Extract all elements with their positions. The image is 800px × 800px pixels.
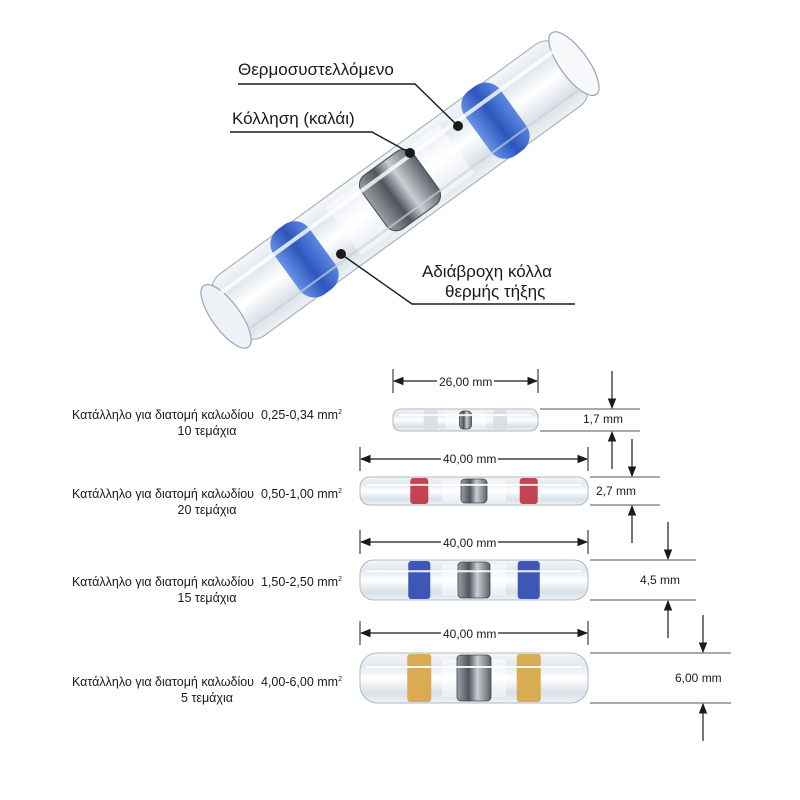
- connector-2: [359, 476, 589, 506]
- row-3-diameter: 4,5 mm: [640, 573, 681, 587]
- sealant-ring-right: [517, 561, 540, 599]
- row-2-diameter: 2,7 mm: [596, 484, 637, 498]
- sealant-ring-left: [270, 221, 339, 298]
- row-3-description: Κατάλληλο για διατομή καλωδίου 1,50-2,50…: [71, 575, 342, 606]
- row-1-length: 26,00 mm: [437, 375, 495, 389]
- sealant-ring-left: [408, 561, 431, 599]
- sealant-ring-right: [516, 654, 541, 702]
- leader-heat-shrink: [238, 83, 459, 127]
- solder-sleeve: [457, 561, 491, 599]
- sealant-ring-left: [407, 654, 432, 702]
- row-1-diameter: 1,7 mm: [583, 412, 624, 426]
- leader-solder: [230, 131, 411, 154]
- diameter-dimension-3: [590, 522, 696, 638]
- row-4-description: Κατάλληλο για διατομή καλωδίου 4,00-6,00…: [71, 675, 342, 706]
- row-4-diameter: 6,00 mm: [675, 671, 722, 685]
- diameter-dimension-2: [590, 439, 660, 543]
- solder-sleeve: [460, 478, 488, 504]
- label-heat-shrink: Θερμοσυστελλόμενο: [238, 60, 394, 79]
- connector-3: [359, 559, 589, 601]
- solder-sleeve: [456, 654, 492, 702]
- sealant-ring-right: [519, 478, 538, 504]
- row-3-length: 40,00 mm: [441, 536, 499, 550]
- diameter-dimension-4: [590, 615, 731, 741]
- tube-end-right: [548, 31, 600, 97]
- sealant-ring-right: [461, 82, 530, 159]
- sealant-ring-left: [410, 478, 429, 504]
- label-solder: Κόλληση (καλάι): [232, 109, 355, 128]
- tube-end-left: [200, 283, 252, 349]
- connector-illustration: [200, 31, 600, 349]
- connector-4: [359, 652, 589, 704]
- row-2-description: Κατάλληλο για διατομή καλωδίου 0,50-1,00…: [71, 487, 342, 518]
- row-1-description: Κατάλληλο για διατομή καλωδίου 0,25-0,34…: [71, 408, 342, 439]
- leader-adhesive: [340, 253, 575, 305]
- solder-sleeve: [358, 148, 442, 232]
- connector-rows: [359, 408, 589, 704]
- sealant-ring-left: [423, 410, 438, 430]
- row-4-length: 40,00 mm: [441, 627, 499, 641]
- sealant-ring-right: [493, 410, 508, 430]
- diameter-dimension-1: [540, 371, 640, 469]
- label-adhesive-1: Αδιάβροχη κόλλα: [422, 262, 552, 281]
- leader-lines: [230, 83, 575, 305]
- row-2-length: 40,00 mm: [441, 452, 499, 466]
- label-adhesive-2: θερμής τήξης: [445, 282, 546, 301]
- solder-sleeve: [459, 410, 472, 430]
- connector-1: [392, 408, 539, 432]
